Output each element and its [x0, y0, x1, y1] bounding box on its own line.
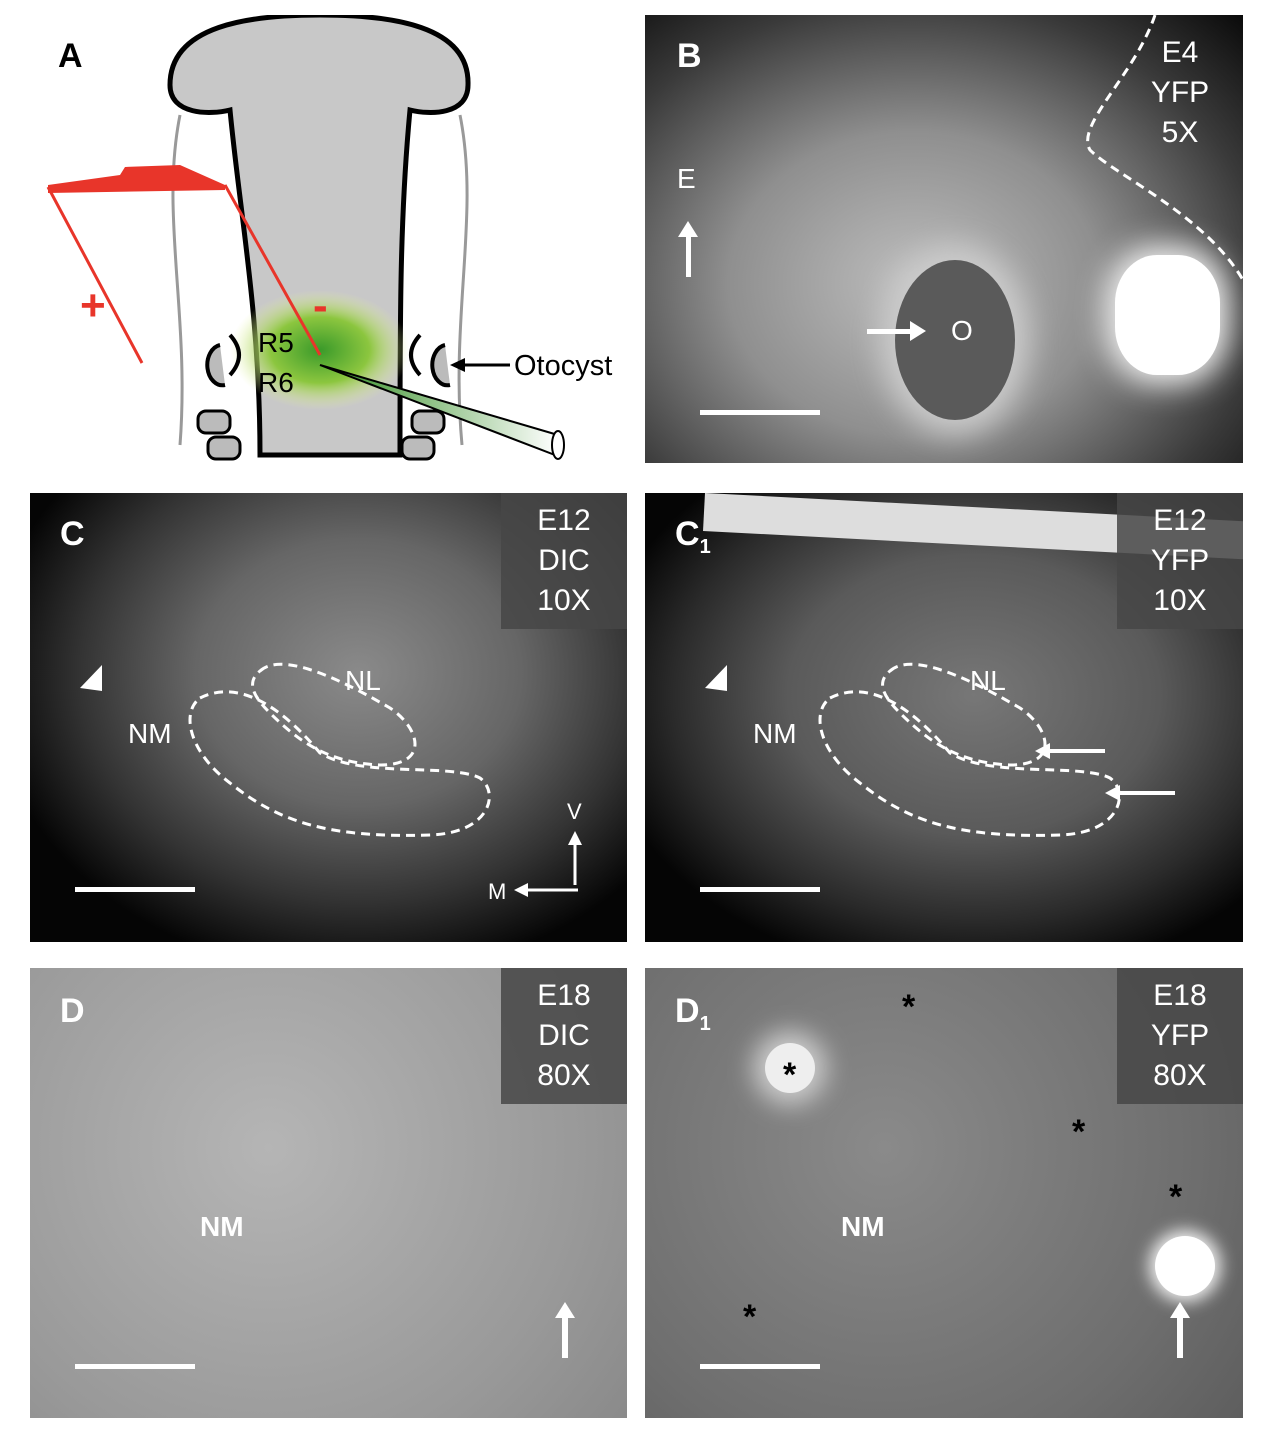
panel-a: A + - R5 R6 Otocyst [30, 15, 630, 465]
scale-bar [700, 410, 820, 415]
medial-label: M [488, 879, 507, 904]
otocyst-shape [205, 343, 451, 388]
asterisk: * [783, 1056, 797, 1094]
panel-label-b: B [677, 37, 702, 75]
negative-electrode-label: - [313, 281, 328, 330]
nm-label: NM [200, 1211, 244, 1242]
nm-label: NM [128, 718, 172, 749]
scale-bar [700, 1364, 820, 1369]
r6-label: R6 [258, 367, 294, 398]
scale-bar [700, 887, 820, 892]
asterisk: * [1169, 1178, 1183, 1216]
scale-bar [75, 1364, 195, 1369]
scale-bar [75, 887, 195, 892]
asterisk: * [902, 988, 916, 1026]
panel-label-d1: D1 [675, 992, 711, 1035]
nm-label: NM [753, 718, 797, 749]
e-label: E [677, 163, 696, 194]
electrode [48, 165, 225, 193]
otocyst-label: Otocyst [514, 350, 612, 382]
positive-electrode-label: + [80, 281, 106, 330]
nl-label: NL [345, 665, 381, 696]
panel-label-d: D [60, 992, 85, 1030]
injection-diagram: + - R5 R6 Otocyst [46, 15, 612, 461]
o-label: O [951, 315, 973, 346]
panel-label-a: A [58, 37, 83, 75]
yfp-signal [1115, 255, 1220, 375]
panel-label-c: C [60, 515, 85, 553]
yfp-cell [1155, 1236, 1215, 1296]
asterisk: * [743, 1298, 757, 1336]
nl-label: NL [970, 665, 1006, 696]
asterisk: * [1072, 1113, 1086, 1151]
r5-label: R5 [258, 327, 294, 358]
ventral-label: V [567, 799, 582, 824]
nm-label: NM [841, 1211, 885, 1242]
panel-label-c1: C1 [675, 515, 711, 558]
